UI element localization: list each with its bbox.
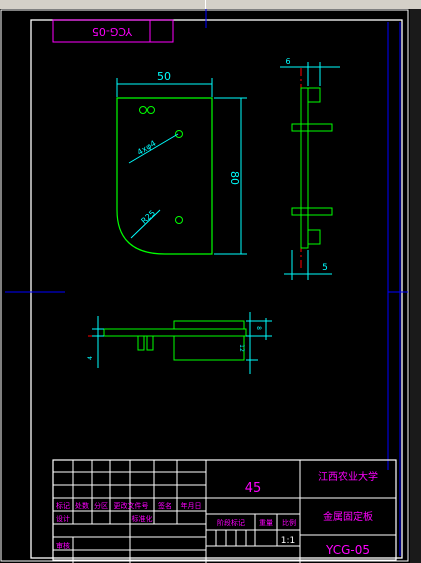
dim-50: 50	[157, 70, 171, 83]
label-jieduan: 阶段标记	[217, 518, 245, 527]
bottom-pin-2	[146, 335, 154, 351]
title-block-frame	[52, 459, 397, 561]
stamp-text: YCG-05	[92, 25, 133, 38]
bottom-upper-tab	[173, 320, 245, 330]
radius-leader	[130, 209, 161, 239]
inner-border	[30, 19, 403, 559]
right-scroll-strip[interactable]	[410, 9, 421, 563]
scale-value: 1:1	[281, 536, 295, 546]
top-bar-divider	[205, 0, 206, 9]
front-view: 4xφ4 R25 50 80	[116, 70, 247, 255]
plate-outline	[116, 97, 213, 255]
material-value: 45	[245, 481, 262, 496]
label-wenjianhao: 更改文件号	[114, 501, 149, 510]
hole-3	[175, 130, 183, 138]
dim-5: 5	[322, 263, 328, 273]
bottom-pin-1	[137, 335, 145, 351]
drawing-number: YCG-05	[325, 543, 370, 557]
label-sheji: 设计	[56, 514, 70, 523]
bottom-view: 4 8 12	[87, 312, 272, 374]
label-fenqu: 分区	[94, 501, 108, 510]
dim-8: 8	[255, 326, 262, 330]
bottom-lower-block	[173, 335, 245, 361]
label-biaozhunhua: 标准化	[132, 514, 153, 523]
dim-80: 80	[228, 171, 241, 185]
dim-6: 6	[285, 57, 290, 66]
hole-4	[175, 216, 183, 224]
label-chushu: 处数	[75, 501, 89, 510]
side-view: 6 5	[280, 57, 340, 280]
part-name: 金属固定板	[323, 510, 373, 523]
radius-callout: R25	[139, 209, 157, 226]
hole-leader	[128, 133, 179, 164]
side-tab-top	[307, 87, 321, 103]
label-bili: 比例	[282, 518, 296, 527]
label-zhongliang: 重量	[259, 519, 273, 527]
label-biaoji: 标记	[56, 501, 70, 510]
label-qianming: 签名	[158, 501, 172, 510]
outer-frame	[0, 9, 409, 562]
bottom-plate	[103, 328, 247, 337]
window-top-bar	[0, 0, 421, 9]
dim-4: 4	[87, 356, 94, 360]
hole-callout: 4xφ4	[136, 139, 158, 157]
label-riqi: 年月日	[181, 501, 202, 510]
hole-2	[147, 106, 155, 114]
side-pin-1	[291, 123, 333, 132]
label-shenhe: 审核	[56, 541, 70, 550]
side-pin-2	[291, 207, 333, 216]
hole-1	[139, 106, 147, 114]
side-plate	[300, 87, 309, 249]
school-name: 江西农业大学	[318, 470, 378, 483]
stamp-box	[52, 19, 174, 43]
title-block: 标记 处数 分区 更改文件号 签名 年月日 设计 标准化 阶段标记 重量 比例 …	[52, 459, 397, 563]
dim-12: 12	[238, 344, 245, 352]
side-tab-bottom	[307, 229, 321, 245]
